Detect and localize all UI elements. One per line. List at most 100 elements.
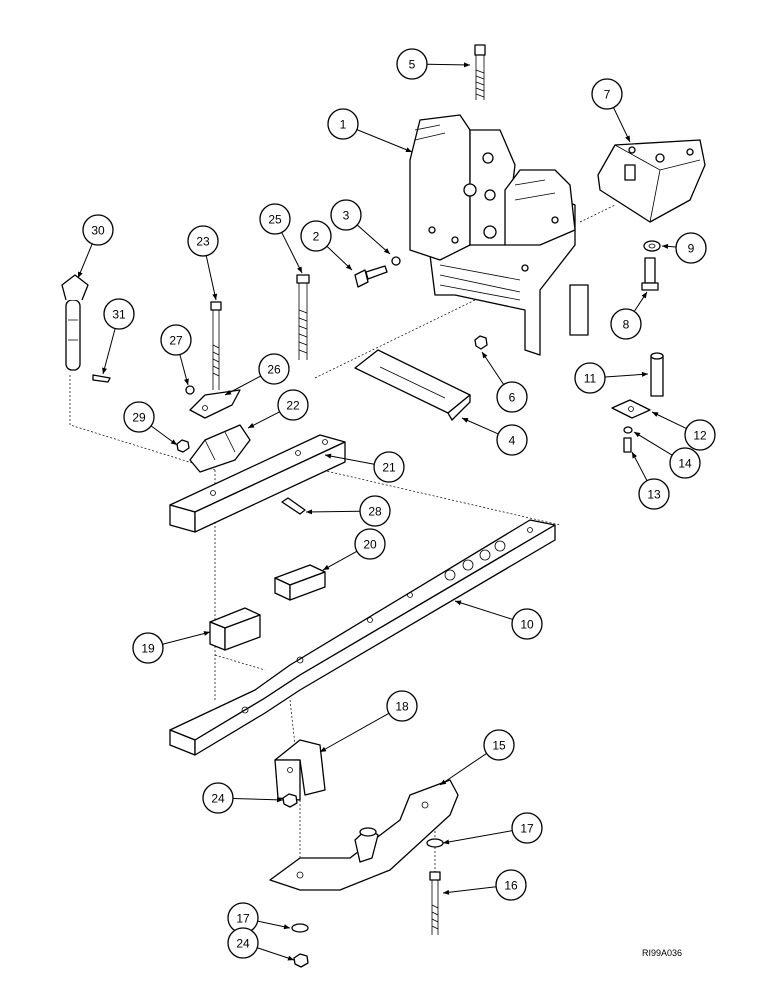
- callout-26-leader: [224, 375, 261, 396]
- callout-21: 21: [373, 451, 405, 483]
- callout-22: 22: [277, 389, 309, 421]
- part-26-plate: [189, 389, 241, 419]
- callout-31-label: 31: [112, 308, 126, 322]
- callout-28-leader: [305, 510, 361, 513]
- callout-10-label: 10: [520, 618, 534, 632]
- callout-2-arrowhead: [345, 264, 352, 270]
- callout-14-circle: [669, 447, 701, 479]
- callout-29-arrowhead: [170, 439, 177, 445]
- callout-28-label: 28: [368, 505, 382, 519]
- callout-24b-leader: [257, 947, 295, 961]
- callout-23: 23: [187, 225, 219, 257]
- part-8-bolt: [641, 257, 659, 291]
- callout-22-circle: [277, 389, 309, 421]
- callout-17b-arrowhead: [283, 924, 290, 930]
- callout-31-leader: [102, 328, 116, 375]
- callout-19-label: 19: [141, 642, 155, 656]
- callout-11-label: 11: [584, 372, 597, 386]
- callout-14-label: 14: [678, 457, 692, 471]
- callout-26-arrowhead: [225, 389, 232, 395]
- callout-19-circle: [132, 632, 164, 664]
- callout-12-label: 12: [693, 429, 707, 443]
- callout-31-circle: [103, 298, 135, 330]
- part-9-washer: [643, 240, 661, 252]
- callout-28: 28: [359, 495, 391, 527]
- callout-4-circle: [496, 424, 528, 456]
- callout-12-leader: [651, 411, 687, 429]
- part-22-clevis: [189, 424, 251, 473]
- part-13-screw: [623, 437, 632, 453]
- callout-6-leader: [481, 351, 505, 385]
- callout-10-leader: [454, 600, 513, 620]
- callout-2: 2: [300, 220, 332, 252]
- callout-16-label: 16: [504, 879, 518, 893]
- callout-24a-arrowhead: [276, 797, 283, 803]
- callout-17b-label: 17: [236, 912, 250, 926]
- callout-17a-leader: [442, 830, 513, 844]
- callout-1-label: 1: [340, 118, 347, 132]
- part-3-nut: [391, 256, 401, 266]
- callout-1-arrowhead: [405, 147, 412, 153]
- callout-27-label: 27: [169, 334, 183, 348]
- callout-26-circle: [258, 353, 290, 385]
- callout-1: 1: [327, 108, 359, 140]
- part-27-nut: [185, 385, 195, 395]
- callout-10-circle: [511, 608, 543, 640]
- callout-24b-arrowhead: [287, 955, 294, 961]
- callout-4-arrowhead: [462, 418, 469, 423]
- callout-17a-arrowhead: [443, 839, 450, 845]
- callout-16-leader: [442, 886, 497, 894]
- callout-11-leader: [604, 373, 649, 378]
- callout-5: 5: [396, 48, 428, 80]
- callout-18-circle: [386, 690, 418, 722]
- callout-6-label: 6: [509, 391, 516, 405]
- callout-15: 15: [483, 729, 515, 761]
- part-12-plate: [611, 399, 651, 419]
- callout-3-circle: [330, 199, 362, 231]
- callout-15-circle: [483, 729, 515, 761]
- callout-27: 27: [160, 324, 192, 356]
- callout-31: 31: [103, 298, 135, 330]
- callout-18-label: 18: [395, 700, 409, 714]
- callout-15-arrowhead: [440, 779, 447, 785]
- part-2-bolt: [354, 265, 388, 288]
- callout-3-label: 3: [343, 209, 350, 223]
- callout-6: 6: [496, 381, 528, 413]
- callout-29: 29: [123, 401, 155, 433]
- callout-25-circle: [259, 203, 291, 235]
- callout-24a-leader: [232, 797, 284, 801]
- part-25-bolt: [296, 274, 310, 360]
- callout-26-label: 26: [267, 363, 281, 377]
- callout-4-label: 4: [509, 434, 516, 448]
- callout-23-circle: [187, 225, 219, 257]
- callout-5-circle: [396, 48, 428, 80]
- callout-21-label: 21: [382, 461, 396, 475]
- part-14-washer: [623, 426, 633, 434]
- callout-14: 14: [669, 447, 701, 479]
- callout-27-arrowhead: [184, 378, 189, 385]
- callout-12: 12: [684, 419, 716, 451]
- callout-11-arrowhead: [641, 371, 648, 377]
- callout-29-circle: [123, 401, 155, 433]
- callout-30: 30: [82, 214, 114, 246]
- part-11-pin: [650, 352, 664, 397]
- callout-19: 19: [132, 632, 164, 664]
- callout-5-label: 5: [409, 58, 416, 72]
- part-19-block: [209, 607, 261, 651]
- callout-4: 4: [496, 424, 528, 456]
- callout-9: 9: [675, 232, 707, 264]
- callout-15-label: 15: [492, 739, 506, 753]
- part-29-nut: [176, 439, 190, 453]
- callout-20-circle: [354, 528, 386, 560]
- callout-13-label: 13: [647, 488, 661, 502]
- callout-5-arrowhead: [463, 62, 470, 68]
- callout-17a-circle: [511, 812, 543, 844]
- callout-13: 13: [638, 478, 670, 510]
- callout-18-arrowhead: [320, 746, 327, 752]
- part-20-block: [274, 564, 326, 601]
- callout-16-circle: [495, 869, 527, 901]
- part-7-block: [597, 139, 706, 223]
- part-18-clevis: [274, 739, 326, 801]
- callout-2-label: 2: [313, 230, 320, 244]
- callout-29-label: 29: [132, 411, 146, 425]
